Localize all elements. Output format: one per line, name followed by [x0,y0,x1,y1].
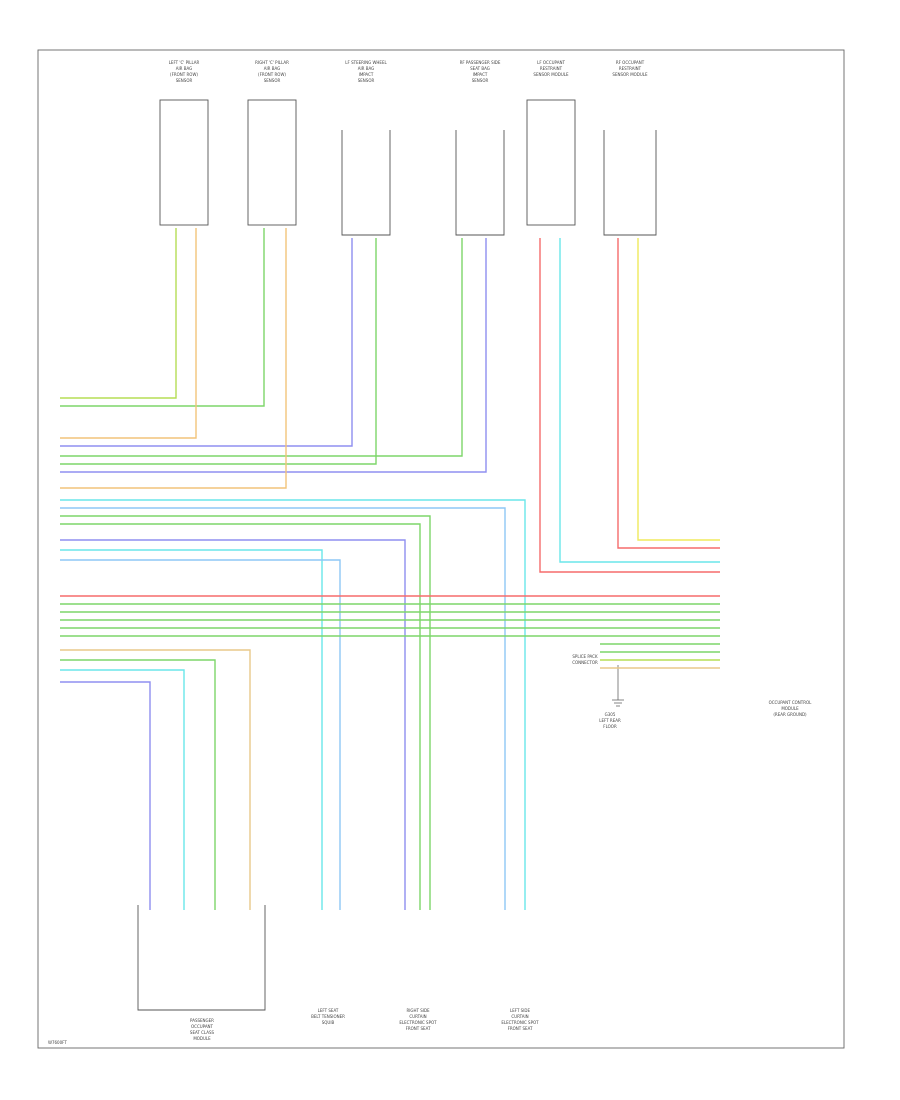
wire-24 [60,681,151,910]
wire-2 [60,228,197,439]
main-module-label-1: OCCUPANT CONTROL [769,700,813,705]
rf-occupant-sensor[interactable] [603,130,657,236]
left-seat-label-1: LEFT SEAT [318,1008,339,1013]
bottom-module-labels: PASSENGER OCCUPANT SEAT CLASS MODULE LEF… [190,1008,539,1041]
right-seat-label-4: FRONT SEAT [406,1026,431,1031]
rf-impact-label-2: SEAT BAG [470,66,490,71]
splice-label-2: CONNECTOR [572,660,598,665]
rf-occupant-label-3: SENSOR MODULE [612,72,648,77]
wire-21 [60,649,251,910]
wire-0 [60,228,177,399]
rf-pillar-label-1: RIGHT 'C' PILLAR [255,60,289,65]
left-seat-label-3: SQUIB [322,1020,335,1025]
footer-code: W7600FT [48,1040,67,1045]
ground-symbol [612,665,624,707]
main-module-label-3: (REAR GROUND) [773,712,807,717]
passenger-label-2: OCCUPANT [191,1024,214,1029]
rf-impact-label-3: IMPACT [473,72,488,77]
lf-impact-label-3: IMPACT [359,72,374,77]
lf-impact-label-4: SENSOR [358,78,375,83]
bottom-modules [137,905,266,1011]
lf-occupant-label-2: RESTRAINT [540,66,563,71]
lf-pillar-label-1: LEFT 'C' PILLAR [169,60,200,65]
rf-pillar-label-4: SENSOR [264,78,281,83]
left-rear-label-4: FRONT SEAT [508,1026,533,1031]
right-seat-label-2: CURTAIN [409,1014,426,1019]
lf-pillar-label-4: SENSOR [176,78,193,83]
left-rear-label-2: CURTAIN [511,1014,528,1019]
left-rear-label-3: ELECTRONIC SPOT [501,1020,539,1025]
lf-occupant-label-3: SENSOR MODULE [533,72,569,77]
wire-23 [60,669,185,910]
lf-occupant-sensor[interactable] [526,99,576,226]
rf-occupant-label-1: RF OCCUPANT [616,60,645,65]
side-labels: OCCUPANT CONTROL MODULE (REAR GROUND) G3… [572,654,812,729]
diagram-frame [37,49,845,1049]
splice-label-1: SPLICE PACK [572,654,598,659]
wire-5 [60,238,377,465]
wire-22 [60,659,216,910]
wire-29 [539,238,720,573]
wire-32 [637,238,720,541]
passenger-label-3: SEAT CLASS [190,1030,215,1035]
rf-occupant-label-2: RESTRAINT [619,66,642,71]
wire-13 [60,549,323,910]
rf-pillar-sensor[interactable] [247,99,297,226]
ground-label-1: G305 [605,712,616,717]
passenger-module-box[interactable] [137,905,266,1011]
wire-3 [60,238,353,447]
wire-10 [60,515,431,910]
lf-impact-label-1: LF STEERING WHEEL [345,60,387,65]
left-rear-label-1: LEFT SIDE [510,1008,531,1013]
wire-30 [559,238,720,563]
wire-8 [60,499,526,910]
wire-7 [60,228,287,489]
passenger-label-4: MODULE [193,1036,211,1041]
main-module-label-2: MODULE [781,706,799,711]
ground-label-2: LEFT REAR [599,718,621,723]
rf-impact-label-4: SENSOR [472,78,489,83]
lf-pillar-sensor[interactable] [159,99,209,226]
wire-12 [60,539,406,910]
wire-9 [60,507,506,910]
rf-impact-label-1: RF PASSENGER SIDE [460,60,501,65]
rf-pillar-label-3: (FRONT ROW) [258,72,286,77]
right-seat-label-1: RIGHT SIDE [406,1008,430,1013]
left-seat-label-2: BELT TENSIONER [311,1014,345,1019]
wire-1 [60,228,265,407]
rf-pillar-label-2: AIR BAG [264,66,280,71]
lf-impact-sensor[interactable] [341,130,391,236]
lf-pillar-label-3: (FRONT ROW) [170,72,198,77]
right-seat-label-3: ELECTRONIC SPOT [399,1020,437,1025]
wire-31 [617,238,720,549]
wire-4 [60,238,463,457]
wires [60,228,720,910]
passenger-label-1: PASSENGER [190,1018,214,1023]
lf-pillar-label-2: AIR BAG [176,66,192,71]
ground-label-3: FLOOR [603,724,617,729]
top-modules [159,99,657,236]
wire-14 [60,559,341,910]
rf-impact-sensor[interactable] [455,130,505,236]
top-module-labels: LEFT 'C' PILLAR AIR BAG (FRONT ROW) SENS… [169,60,648,83]
lf-impact-label-2: AIR BAG [358,66,374,71]
lf-occupant-label-1: LF OCCUPANT [537,60,565,65]
wire-6 [60,238,487,473]
wire-11 [60,523,421,910]
